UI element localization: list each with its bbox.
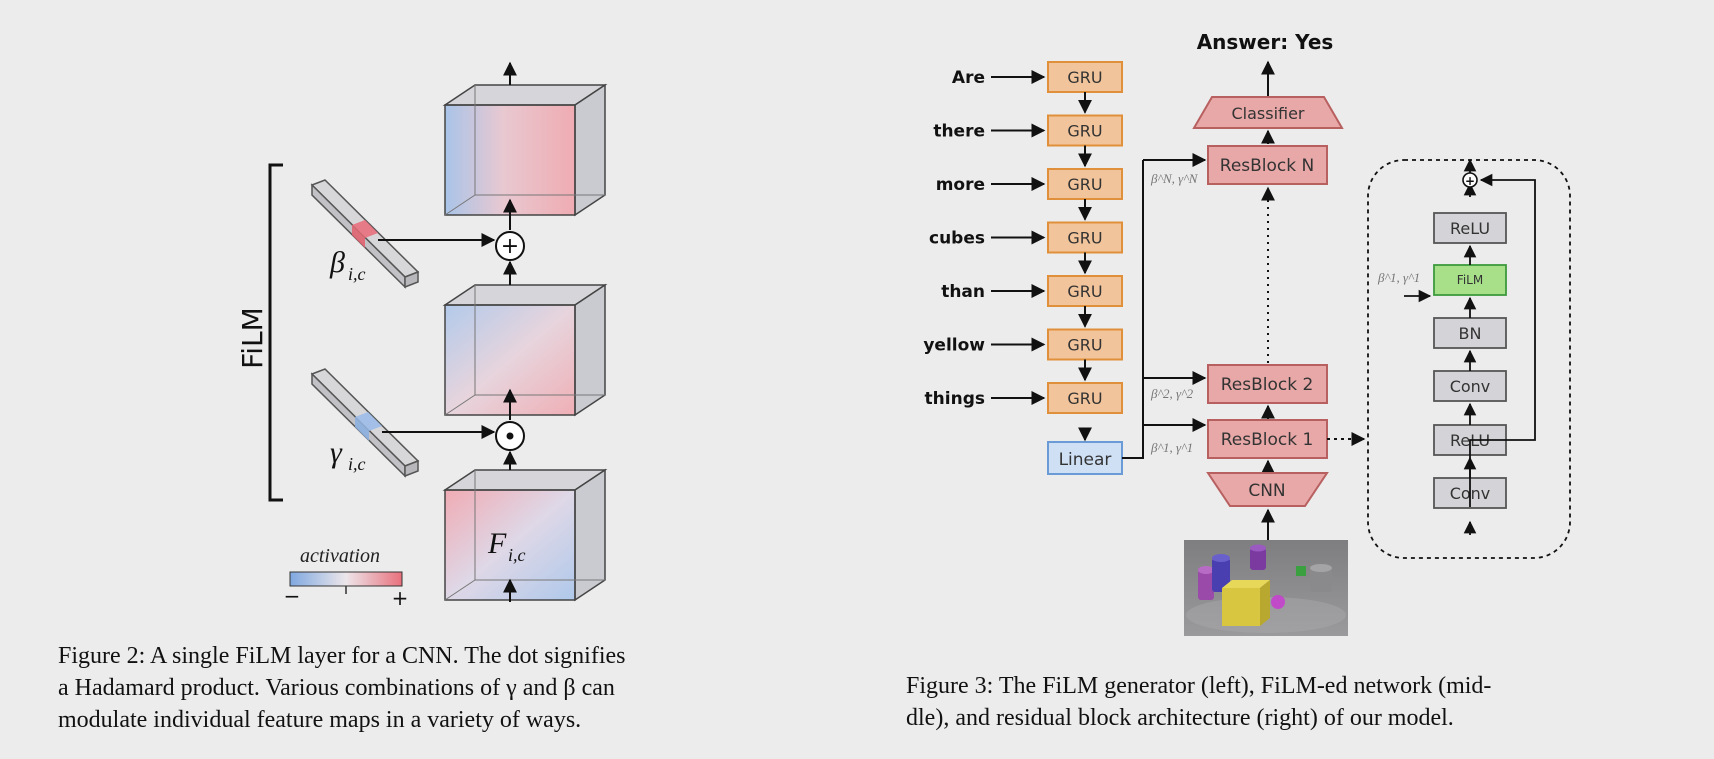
question-word: there (933, 122, 985, 142)
cnn-block (1206, 472, 1329, 507)
gru-label: GRU (1067, 229, 1102, 248)
detail-layer (1433, 212, 1507, 244)
resblock-1-label: ResBlock 1 (1221, 430, 1314, 450)
output-feature-cube (442, 83, 608, 217)
feature-map-subscript: i,c (508, 545, 526, 565)
linear-layer (1047, 441, 1123, 475)
figure-2: FiLM F i,c (236, 61, 608, 610)
caption-line: modulate individual feature maps in a va… (58, 707, 582, 733)
figure-2-caption: Figure 2: A single FiLM layer for a CNN.… (58, 640, 626, 736)
classifier-block (1192, 96, 1344, 129)
caption-line: a Hadamard product. Various combinations… (58, 675, 615, 701)
question-word: more (936, 175, 985, 195)
gru-cell (1047, 382, 1123, 414)
gru-cell (1047, 61, 1123, 93)
answer-label: Answer: Yes (1197, 30, 1334, 54)
caption-line: Figure 2: A single FiLM layer for a CNN.… (58, 643, 626, 669)
gru-label: GRU (1067, 122, 1102, 141)
linear-label: Linear (1059, 450, 1112, 470)
cnn-label: CNN (1248, 481, 1285, 501)
add-operator-symbol: + (501, 234, 519, 259)
caption-line: Figure 3: The FiLM generator (left), FiL… (906, 673, 1492, 699)
detail-param-label: β^1, γ^1 (1377, 270, 1420, 285)
question-word: than (941, 282, 985, 302)
detail-add-symbol: + (1465, 174, 1475, 188)
detail-layer-label: FiLM (1457, 273, 1483, 287)
resblock-n-label: ResBlock N (1220, 156, 1314, 176)
colorbar-max-label: + (392, 586, 409, 610)
gamma-subscript: i,c (348, 454, 366, 474)
colorbar-min-label: − (284, 584, 301, 608)
gru-label: GRU (1067, 389, 1102, 408)
detail-layer (1433, 317, 1507, 349)
add-operator (495, 231, 525, 261)
beta-vector (310, 179, 420, 289)
caption-line: dle), and residual block architecture (r… (906, 705, 1454, 731)
modulated-feature-cube (442, 283, 608, 417)
resblock-n (1207, 145, 1328, 185)
param-label-2: β^2, γ^2 (1150, 386, 1194, 401)
question-word: cubes (929, 229, 985, 249)
classifier-label: Classifier (1231, 104, 1304, 123)
film-generator: GRUAreGRUthereGRUmoreGRUcubesGRUthanGRUy… (923, 61, 1123, 414)
gru-label: GRU (1067, 336, 1102, 355)
resblock-2 (1207, 364, 1328, 404)
gru-label: GRU (1067, 68, 1102, 87)
param-label-n: β^N, γ^N (1150, 171, 1199, 186)
figure-3: Answer: Yes GRUAreGRUthereGRUmoreGRUcube… (923, 30, 1571, 636)
film-bracket-label: FiLM (236, 307, 269, 369)
resblock-2-label: ResBlock 2 (1221, 375, 1314, 395)
detail-layer-label: ReLU (1450, 219, 1490, 238)
beta-subscript: i,c (348, 264, 366, 284)
detail-layer-label: BN (1459, 324, 1482, 343)
linear-trunk (1122, 160, 1144, 459)
gamma-vector (310, 368, 420, 478)
figure-3-caption: Figure 3: The FiLM generator (left), FiL… (906, 670, 1491, 734)
beta-label: β (329, 246, 345, 279)
question-word: Are (952, 68, 985, 88)
colorbar-title: activation (300, 545, 380, 567)
gru-label: GRU (1067, 175, 1102, 194)
feature-map-label: F (487, 527, 507, 560)
activation-colorbar (289, 571, 403, 587)
gru-cell (1047, 328, 1123, 361)
gru-label: GRU (1067, 282, 1102, 301)
detail-layer-label: Conv (1450, 377, 1491, 396)
gamma-label: γ (330, 436, 343, 469)
film-bracket (268, 163, 283, 502)
multiply-operator-dot (506, 432, 514, 440)
clevr-scene-image (1184, 540, 1348, 636)
question-word: yellow (923, 336, 985, 356)
detail-skip-connection (1469, 173, 1536, 507)
input-feature-cube (442, 468, 608, 602)
question-word: things (925, 389, 985, 409)
param-label-1: β^1, γ^1 (1150, 440, 1193, 455)
